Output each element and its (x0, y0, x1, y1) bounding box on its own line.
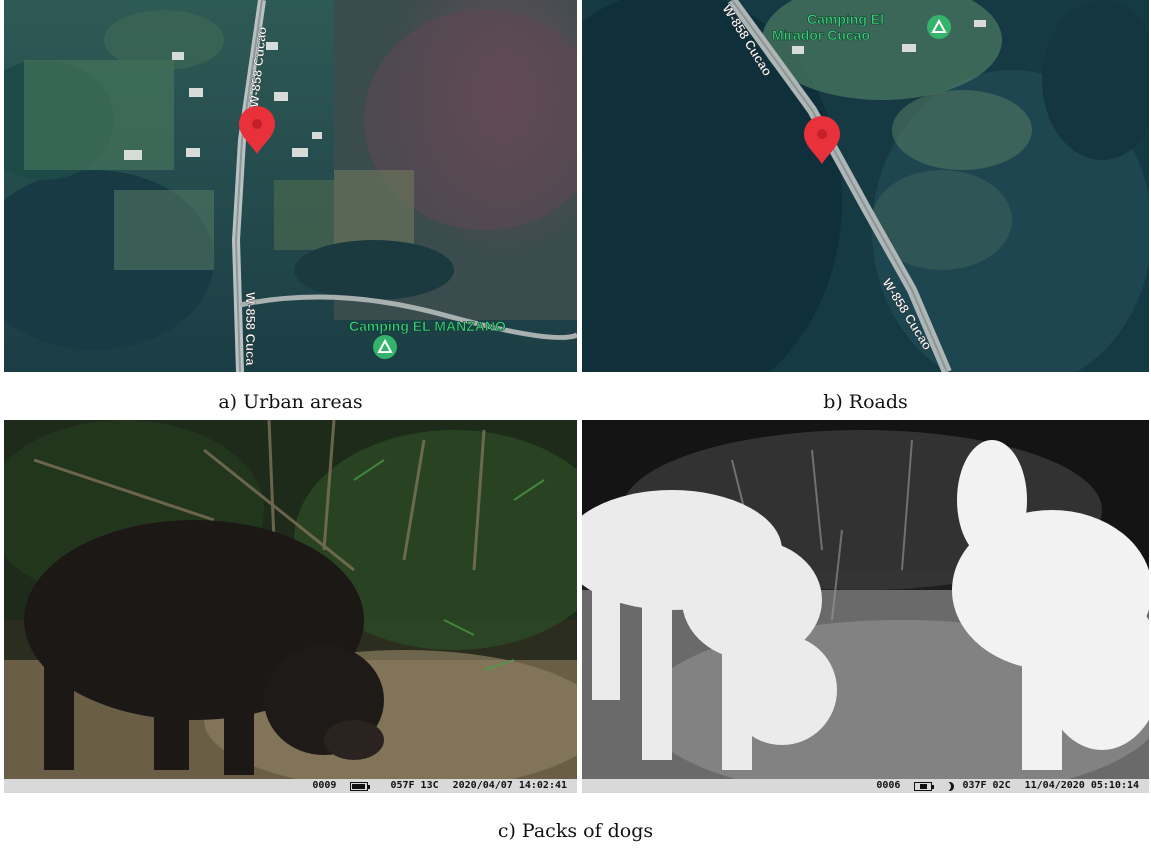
dog-photo-night (582, 420, 1149, 793)
battery-icon (350, 781, 371, 791)
dog-silhouette-left (582, 490, 837, 770)
camera-status-bar: 0006 037F 02C 11/04/2020 05:10:14 (582, 779, 1149, 793)
dog-silhouette (24, 520, 384, 775)
timestamp: 2020/04/07 14:02:41 (452, 780, 567, 791)
poi-label-line1: Camping El (807, 11, 884, 27)
caption-packs-of-dogs: c) Packs of dogs (497, 820, 654, 842)
battery-icon (914, 781, 935, 791)
satellite-image-urban: W-858 Cucao W-858 Cuca Camping EL MANZAN… (4, 0, 577, 372)
road-label: W-858 Cuca (243, 292, 258, 366)
map-pin-icon (804, 116, 840, 164)
dog-photo-day (4, 420, 577, 793)
satellite-image-roads: W-858 Cucao W-858 Cucao Camping El Mirad… (582, 0, 1149, 372)
caption-roads: b) Roads (823, 391, 908, 413)
photo-counter: 0006 (876, 780, 901, 791)
moon-icon (946, 782, 954, 791)
poi-label: Camping EL MANZANO (349, 318, 506, 334)
camera-trap-photo-day: 0009 057F 13C 2020/04/07 14:02:41 (4, 420, 577, 793)
map-panel-urban: W-858 Cucao W-858 Cuca Camping EL MANZAN… (4, 0, 577, 372)
timestamp: 11/04/2020 05:10:14 (1024, 780, 1139, 791)
temperature-c: 13C (420, 780, 439, 791)
dog-silhouette-right (952, 440, 1149, 770)
map-panel-roads: W-858 Cucao W-858 Cucao Camping El Mirad… (582, 0, 1149, 372)
map-pin-icon (239, 106, 275, 154)
caption-urban-areas: a) Urban areas (218, 391, 363, 413)
camping-icon (927, 15, 951, 39)
temperature-c: 02C (992, 780, 1011, 791)
camping-icon (373, 335, 397, 359)
poi-label-line2: Mirador Cucao (772, 27, 870, 43)
camera-trap-photo-night: 0006 037F 02C 11/04/2020 05:10:14 (582, 420, 1149, 793)
photo-counter: 0009 (312, 780, 337, 791)
temperature-f: 057F (390, 780, 415, 791)
camera-status-bar: 0009 057F 13C 2020/04/07 14:02:41 (4, 779, 577, 793)
temperature-f: 037F (962, 780, 987, 791)
